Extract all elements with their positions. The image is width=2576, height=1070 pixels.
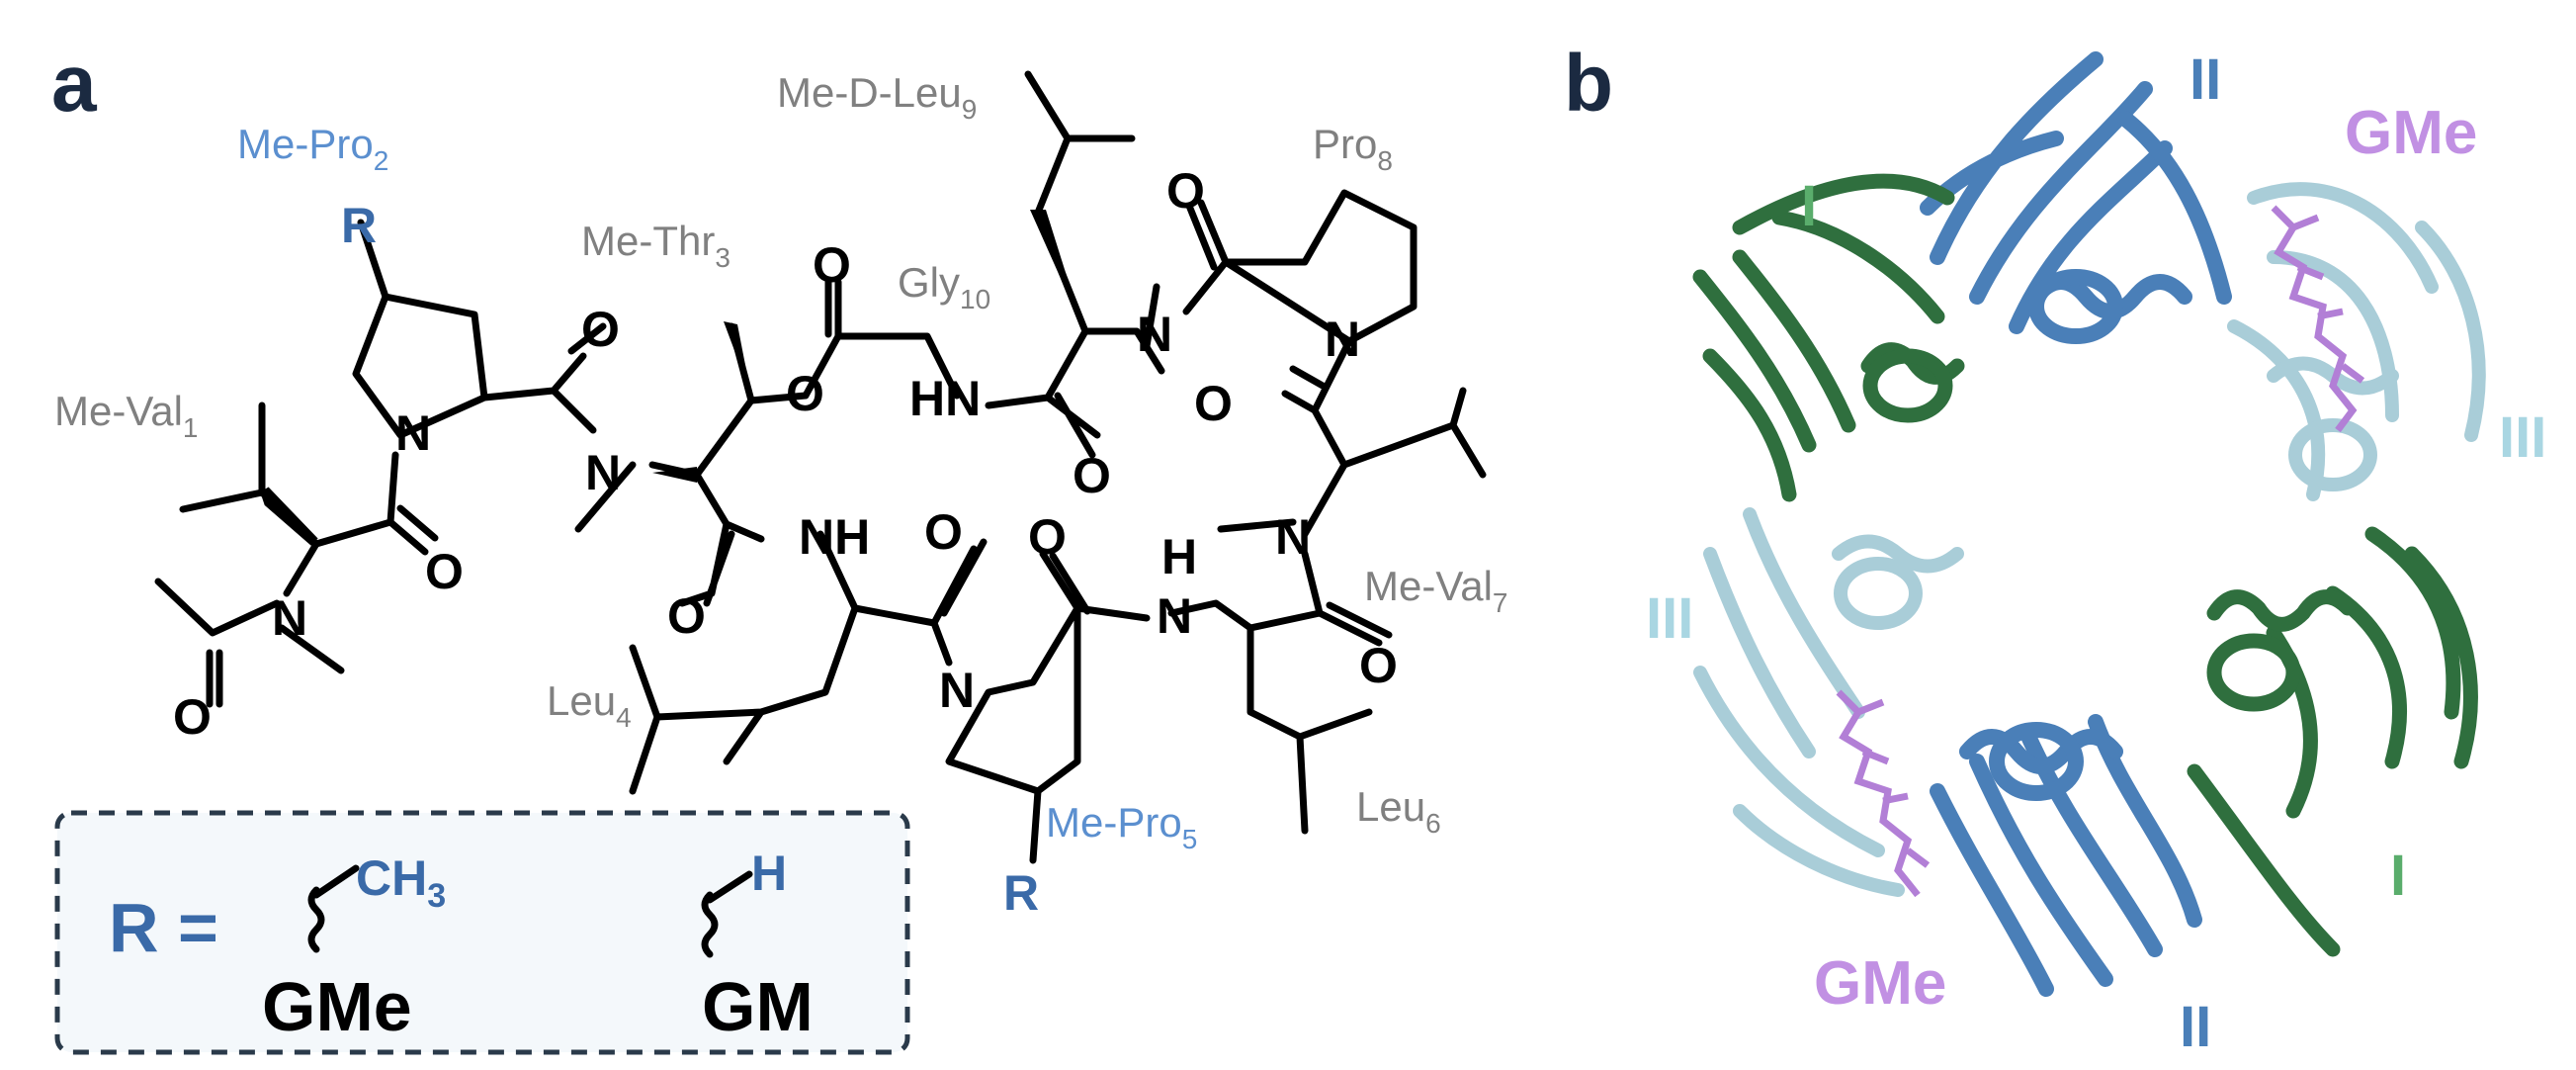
atom-n-pro2: N bbox=[395, 405, 431, 461]
residue-label-leu4: Leu4 bbox=[547, 677, 632, 733]
atom-o-val7: O bbox=[1359, 638, 1398, 693]
legend-wavy-h bbox=[701, 870, 753, 958]
label-subunit-i-top: I bbox=[1801, 174, 1817, 238]
label-ligand-gme-bottom: GMe bbox=[1814, 949, 1946, 1018]
atom-n-pro5: N bbox=[939, 663, 975, 718]
ligand-gme-bottom bbox=[1836, 689, 1931, 898]
atom-o-pro5: O bbox=[1028, 509, 1067, 565]
legend-ch3: CH3 bbox=[356, 850, 446, 915]
atom-n-val1: N bbox=[272, 590, 307, 646]
atom-r-pro2: R bbox=[341, 198, 377, 253]
panel-a: a Me-Val1 Me-Pro2 Me-Thr3 Leu4 Me-Pro5 L… bbox=[51, 39, 1508, 1055]
label-subunit-iii-left: III bbox=[1646, 586, 1693, 651]
protein-hexamer bbox=[1692, 51, 2486, 997]
label-subunit-ii-top: II bbox=[2190, 47, 2221, 112]
subunit-ii-top bbox=[1920, 51, 2232, 344]
atom-n-pro8: N bbox=[1325, 312, 1360, 367]
atom-n-leu6: N bbox=[1157, 588, 1192, 644]
residue-label-me-val7: Me-Val7 bbox=[1364, 563, 1508, 618]
subunit-ii-bottom bbox=[1930, 714, 2202, 997]
subunit-iii-left bbox=[1693, 507, 1964, 897]
residue-label-pro8: Pro8 bbox=[1313, 121, 1393, 176]
atom-o-pro2: O bbox=[581, 302, 620, 357]
residue-label-me-pro5: Me-Pro5 bbox=[1046, 799, 1197, 854]
residue-label-me-thr3: Me-Thr3 bbox=[581, 218, 730, 273]
legend-wavy-ch3 bbox=[307, 864, 360, 953]
panel-b: b bbox=[1564, 39, 2546, 1059]
residue-label-me-pro2: Me-Pro2 bbox=[237, 121, 388, 176]
residue-label-gly10: Gly10 bbox=[898, 259, 990, 314]
ligand-gme-top bbox=[2271, 205, 2365, 433]
atom-nh-leu4: NH bbox=[799, 509, 870, 565]
label-ligand-gme-top: GMe bbox=[2345, 99, 2477, 167]
atom-o-leu4: O bbox=[924, 504, 963, 560]
label-subunit-iii-right: III bbox=[2499, 405, 2546, 470]
atom-o-pro8: O bbox=[1194, 376, 1233, 431]
atom-labels: O N O N R O N O O HN O N O N O N O H N O… bbox=[173, 163, 1398, 921]
r-group-legend: R = CH3 GMe H GM bbox=[54, 810, 910, 1055]
atom-h-leu6: H bbox=[1161, 529, 1197, 584]
subunit-i-right bbox=[2187, 526, 2478, 957]
residue-label-leu6: Leu6 bbox=[1356, 783, 1441, 839]
legend-gme: GMe bbox=[262, 968, 412, 1045]
panel-b-label: b bbox=[1564, 39, 1613, 129]
subunit-i-left bbox=[1692, 173, 1965, 502]
atom-hn-gly10: HN bbox=[909, 371, 981, 426]
atom-n-val7: N bbox=[1275, 509, 1311, 565]
subunit-iii-right bbox=[2227, 182, 2486, 501]
atom-o-val1: O bbox=[425, 544, 464, 599]
atom-o-dleu9: O bbox=[1166, 163, 1205, 219]
label-subunit-i-bottom: I bbox=[2390, 844, 2406, 908]
legend-gm: GM bbox=[702, 968, 814, 1045]
residue-label-me-val1: Me-Val1 bbox=[54, 388, 199, 443]
legend-h: H bbox=[751, 846, 787, 901]
atom-o-ester: O bbox=[786, 366, 824, 421]
atom-n-thr3: N bbox=[585, 445, 621, 500]
molecule-skeleton bbox=[154, 70, 1487, 864]
atom-o-thr3: O bbox=[667, 588, 706, 644]
label-subunit-ii-bottom: II bbox=[2180, 995, 2211, 1059]
atom-o-acetyl: O bbox=[173, 689, 212, 745]
legend-r-equals: R = bbox=[109, 889, 218, 966]
atom-n-dleu9: N bbox=[1137, 307, 1172, 362]
panel-a-label: a bbox=[51, 39, 98, 129]
legend-box bbox=[54, 810, 910, 1055]
residue-label-me-d-leu9: Me-D-Leu9 bbox=[777, 69, 977, 125]
atom-o-carbonyl-ester: O bbox=[813, 237, 851, 293]
atom-r-pro5: R bbox=[1003, 865, 1039, 921]
atom-o-gly10: O bbox=[1073, 448, 1111, 503]
